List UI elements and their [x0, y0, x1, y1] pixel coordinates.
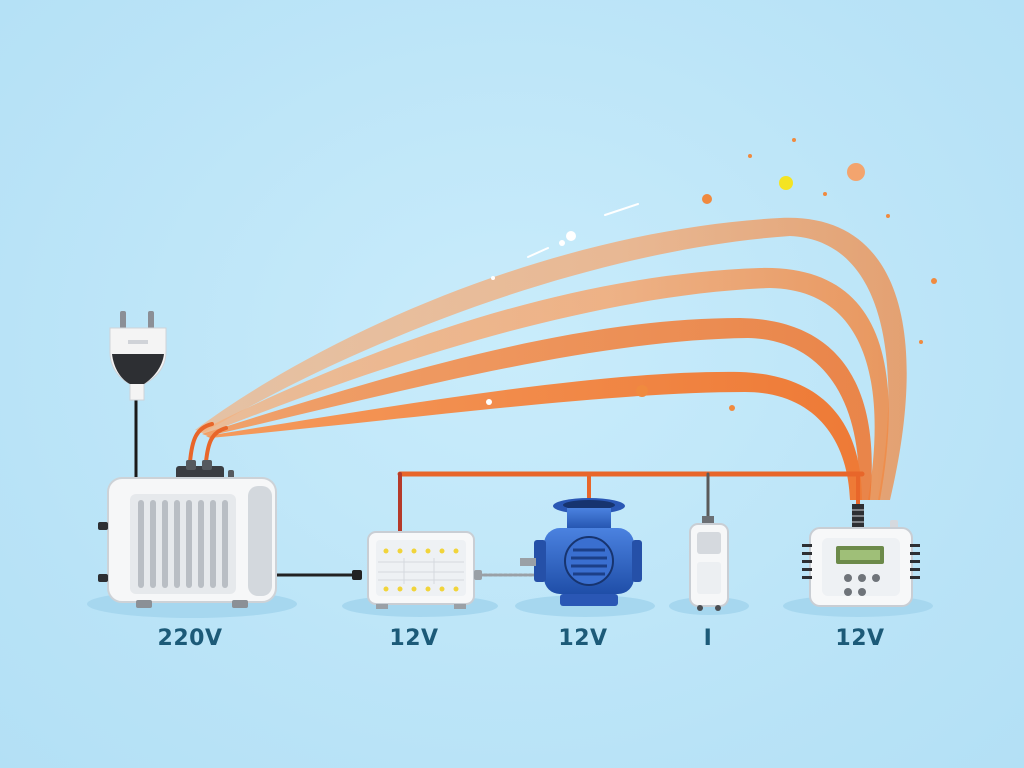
sparkle-particles [486, 138, 937, 411]
sensor-icon [689, 516, 729, 611]
transformer-voltage-label: 220V [157, 626, 223, 651]
led-panel-icon [352, 531, 482, 609]
power-plug-icon [109, 311, 167, 401]
sensor-label: I [703, 626, 713, 651]
controller-icon [802, 504, 920, 607]
wiring-bus [134, 398, 865, 577]
led-panel-voltage-label: 12V [389, 626, 439, 651]
controller-voltage-label: 12V [835, 626, 885, 651]
energy-flow-ribbons [195, 217, 907, 500]
transformer-icon [98, 460, 277, 608]
water-pump-icon [520, 498, 642, 606]
pump-voltage-label: 12V [558, 626, 608, 651]
